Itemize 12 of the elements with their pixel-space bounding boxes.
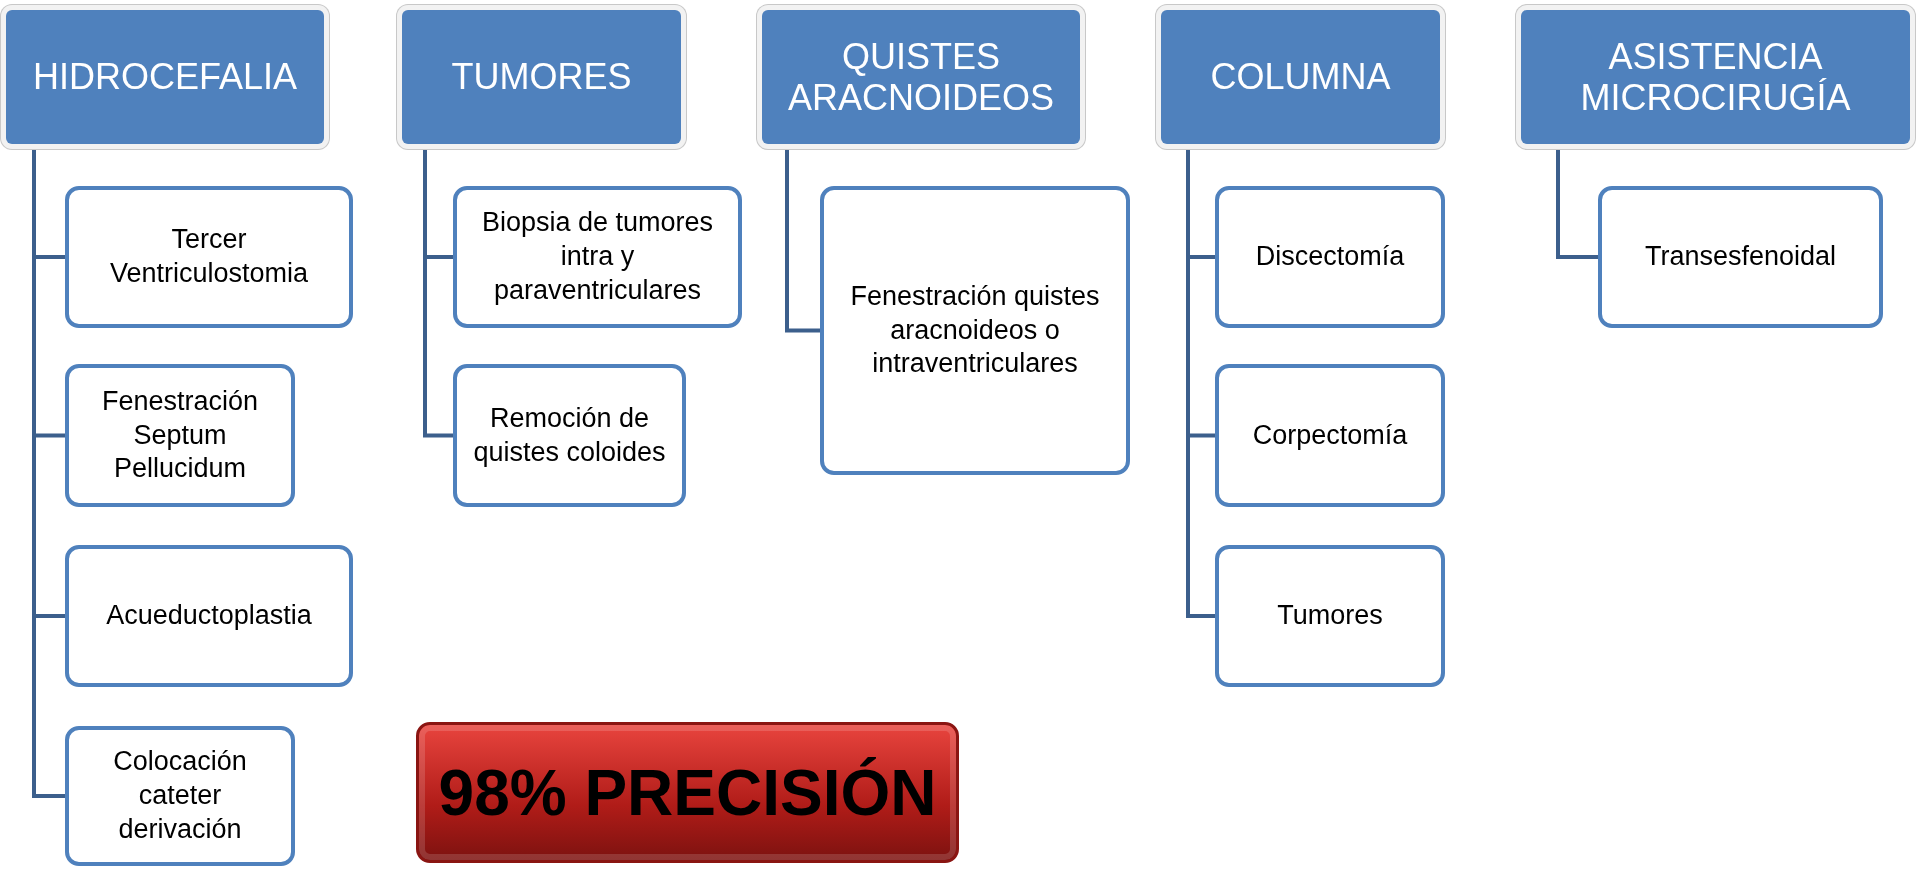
precision-banner: 98% PRECISIÓN — [416, 722, 959, 863]
procedure-box: Tercer Ventriculostomia — [65, 186, 353, 328]
procedure-box: Colocación cateter derivación — [65, 726, 295, 866]
procedure-box: Discectomía — [1215, 186, 1445, 328]
procedure-box: Fenestración quistes aracnoideos o intraventriculares — [820, 186, 1130, 475]
procedure-box: Transesfenoidal — [1598, 186, 1883, 328]
procedure-box: Fenestración Septum Pellucidum — [65, 364, 295, 507]
procedure-box: Remoción de quistes coloides — [453, 364, 686, 507]
procedure-box: Tumores — [1215, 545, 1445, 687]
procedure-box: Biopsia de tumores intra y paraventriculares — [453, 186, 742, 328]
procedure-box: Acueductoplastia — [65, 545, 353, 687]
procedure-box: Corpectomía — [1215, 364, 1445, 507]
